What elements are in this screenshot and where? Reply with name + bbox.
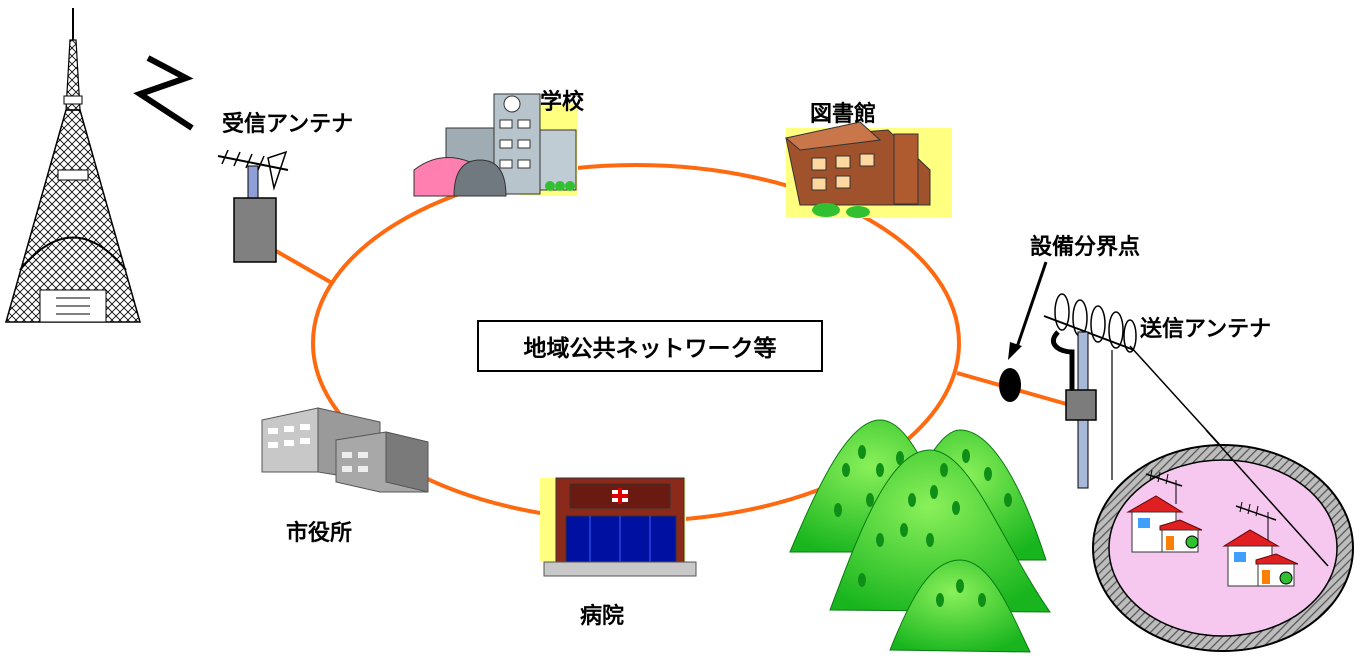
network-label: 地域公共ネットワーク等 [477, 320, 823, 372]
arrow-head-icon [1008, 342, 1022, 360]
radio-wave-icon [133, 55, 194, 131]
receive-antenna-link [275, 249, 333, 285]
demarcation-arrow [1014, 261, 1048, 351]
city-hall-icon [261, 407, 429, 493]
school-label: 学校 [540, 90, 585, 115]
transmit-antenna-icon [1043, 293, 1331, 567]
library-icon [784, 121, 952, 218]
receive-antenna-icon [217, 149, 289, 263]
receive-antenna-label: 受信アンテナ [222, 112, 354, 137]
school-icon [413, 93, 578, 197]
service-area-icon [1092, 429, 1354, 652]
transmit-antenna-label: 送信アンテナ [1140, 317, 1272, 342]
hospital-label: 病院 [580, 604, 625, 629]
demarcation-point-marker [999, 368, 1021, 402]
hospital-icon [540, 477, 697, 577]
demarcation-point-label: 設備分界点 [1030, 235, 1141, 260]
tv-tower-icon [5, 8, 141, 323]
library-label: 図書館 [810, 102, 877, 127]
city-hall-label: 市役所 [286, 521, 353, 546]
mountains-icon [789, 419, 1051, 653]
